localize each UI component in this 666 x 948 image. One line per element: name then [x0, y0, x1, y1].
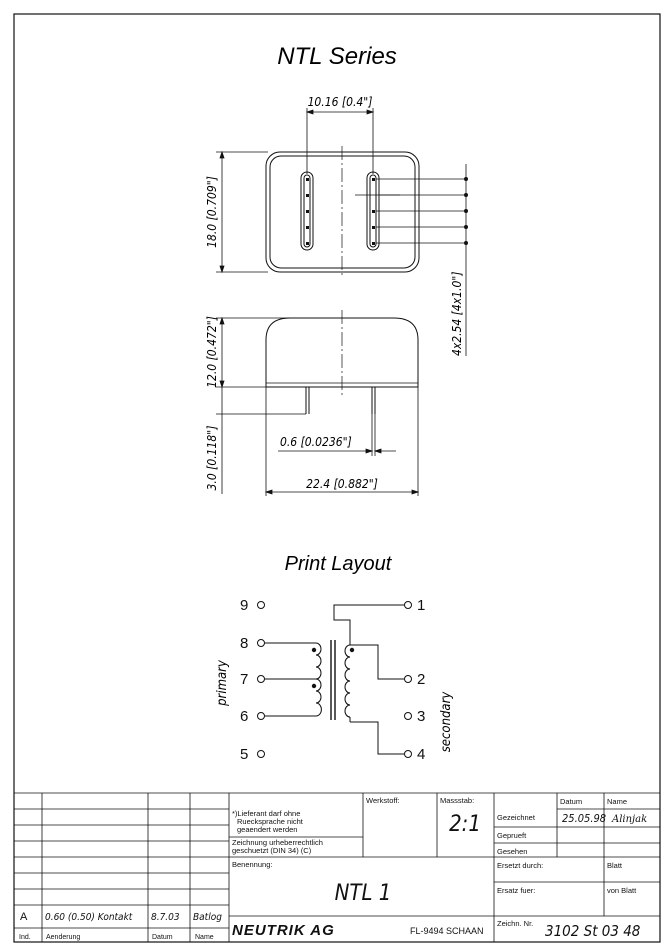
pin-row-left-inner — [303, 174, 311, 248]
pin-label-2: 2 — [417, 671, 425, 688]
company-location: FL-9494 SCHAAN — [410, 926, 484, 936]
top-view-outer — [265, 151, 420, 273]
revision-index: A — [20, 911, 28, 923]
pin-4-circle — [404, 750, 412, 758]
pin-label-3: 3 — [417, 708, 425, 725]
pin-labels: 9 8 7 6 5 1 2 3 4 — [240, 597, 425, 763]
pin-spacing-arrows — [464, 177, 468, 245]
datum-header: Datum — [560, 797, 582, 806]
copyright-line-2: geschuetzt (DIN 34) (C) — [232, 846, 312, 855]
print-layout-title: Print Layout — [285, 553, 393, 575]
pin-6-circle — [257, 712, 265, 720]
dim-side-height: 12.0 [0.472"] — [205, 316, 219, 388]
pin-label-8: 8 — [240, 635, 248, 652]
name-header: Name — [607, 797, 627, 806]
pin-label-5: 5 — [240, 746, 248, 763]
col-header-datum: Datum — [152, 934, 173, 941]
top-view-inner — [269, 155, 416, 269]
dim-pitch-lines — [305, 108, 375, 174]
top-view — [265, 146, 420, 278]
dim-width: 22.4 [0.882"] — [306, 477, 378, 491]
col-header-ind: Ind. — [19, 934, 31, 941]
benennung-label: Benennung: — [232, 860, 272, 869]
revision-date: 8.7.03 — [151, 912, 180, 923]
pin-8-circle — [257, 639, 265, 647]
pin-5-circle — [257, 750, 265, 758]
secondary-coil — [344, 644, 351, 718]
primary-coil-lower — [315, 678, 322, 717]
pin-9-circle — [257, 601, 265, 609]
pin-2-circle — [404, 675, 412, 683]
zeichn-nr-label: Zeichn. Nr. — [497, 919, 533, 928]
dim-side-height-lines — [216, 316, 306, 494]
dim-pin-dia-lines — [278, 414, 396, 456]
gezeichnet-name: Alinjak — [611, 814, 647, 825]
sheet-frame — [13, 13, 661, 943]
pin-label-4: 4 — [417, 746, 425, 763]
transformer-schematic — [257, 601, 412, 758]
revision-change: 0.60 (0.50) Kontakt — [45, 912, 133, 923]
werkstoff-label: Werkstoff: — [366, 796, 399, 805]
pin-label-6: 6 — [240, 708, 248, 725]
pin-label-1: 1 — [417, 597, 425, 614]
primary-label: primary — [215, 659, 230, 707]
geprueft-label: Geprueft — [497, 831, 527, 840]
pin-label-9: 9 — [240, 597, 248, 614]
ersetzt-durch-label: Ersetzt durch: — [497, 861, 543, 870]
gezeichnet-label: Gezeichnet — [497, 813, 536, 822]
col-header-aenderung: Aenderung — [46, 934, 80, 941]
polarity-dots — [311, 647, 355, 689]
note-line-1: *)Lieferant darf ohne — [232, 809, 300, 818]
dim-pin-length: 3.0 [0.118"] — [205, 426, 219, 491]
dim-body-height-lines — [216, 150, 268, 274]
pin-1-circle — [404, 601, 412, 609]
series-title: NTL Series — [277, 43, 397, 70]
primary-coil-upper — [315, 642, 322, 680]
col-header-name: Name — [195, 934, 214, 941]
drawing-number: 3102 St 03 48 — [545, 922, 640, 940]
dim-pin-dia: 0.6 [0.0236"] — [280, 435, 352, 449]
copyright-line-1: Zeichnung urheberrechtlich — [232, 838, 323, 847]
gesehen-label: Gesehen — [497, 847, 527, 856]
secondary-label: secondary — [439, 691, 454, 753]
part-name: NTL 1 — [335, 881, 392, 906]
dim-body-height: 18.0 [0.709"] — [205, 176, 219, 248]
side-view-body — [265, 317, 419, 388]
title-block-text: *)Lieferant darf ohne Ruecksprache nicht… — [19, 796, 647, 941]
von-blatt-label: von Blatt — [607, 886, 637, 895]
dim-pitch: 10.16 [0.4"] — [308, 95, 373, 109]
revision-name: Batlog — [193, 912, 222, 923]
pin-label-7: 7 — [240, 671, 248, 688]
pin-dots — [306, 178, 375, 245]
gezeichnet-date: 25.05.98 — [562, 812, 606, 825]
title-block-grid — [14, 792, 660, 942]
pin-3-circle — [404, 712, 412, 720]
blatt-label: Blatt — [607, 861, 623, 870]
massstab-label: Massstab: — [440, 796, 474, 805]
dim-width-lines — [264, 387, 420, 496]
note-line-3: geaendert werden — [237, 825, 297, 834]
scale-value: 2:1 — [449, 812, 481, 837]
company-name: NEUTRIK AG — [232, 922, 335, 939]
side-view — [265, 310, 419, 414]
ersatz-fuer-label: Ersatz fuer: — [497, 886, 535, 895]
note-line-2: Ruecksprache nicht — [237, 817, 304, 826]
dim-pin-spacing: 4x2.54 [4x1.0"] — [450, 271, 464, 356]
pin-7-circle — [257, 675, 265, 683]
